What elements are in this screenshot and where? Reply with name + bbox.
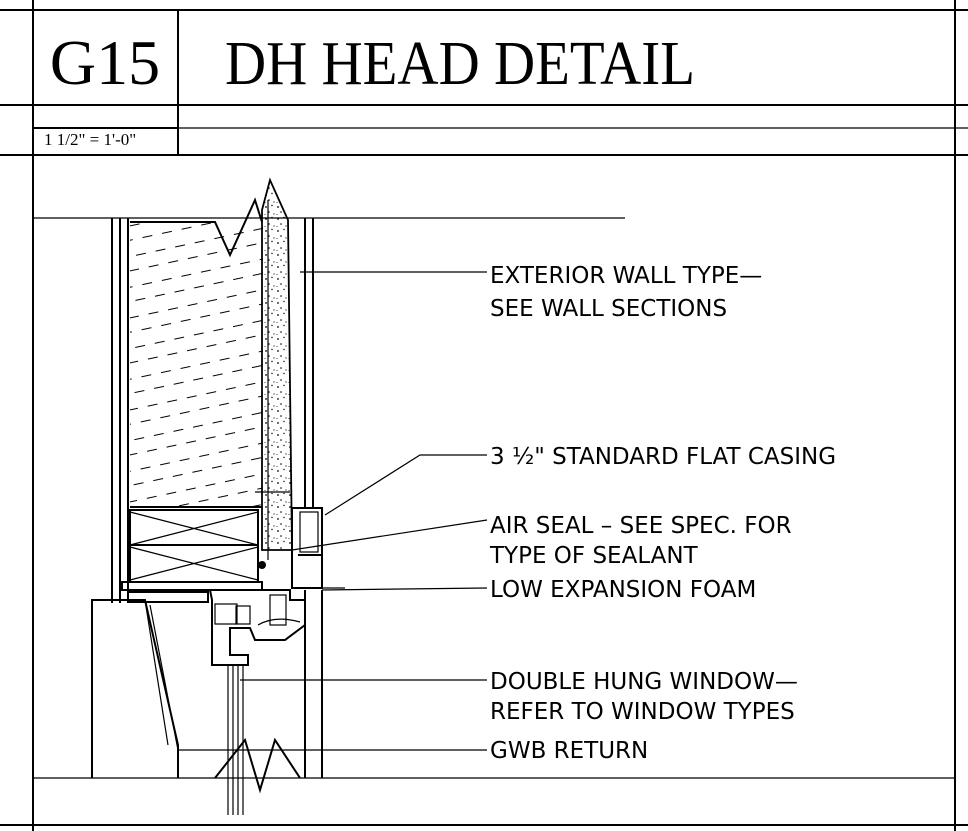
callout-foam: LOW EXPANSION FOAM <box>490 577 756 603</box>
detail-number: G15 <box>50 27 160 98</box>
callout-exterior-wall-line2: SEE WALL SECTIONS <box>490 296 727 322</box>
callout-gwb-return: GWB RETURN <box>490 738 648 764</box>
head-detail-drawing <box>33 177 955 815</box>
leader-lines <box>149 271 488 751</box>
callout-flat-casing: 3 ½" STANDARD FLAT CASING <box>490 444 836 470</box>
callout-air-seal-line2: TYPE OF SEALANT <box>489 543 699 569</box>
detail-title: DH HEAD DETAIL <box>225 30 695 98</box>
detail-scale: 1 1/2" = 1'-0" <box>44 130 136 149</box>
callout-dh-window-line2: REFER TO WINDOW TYPES <box>490 699 795 725</box>
callout-dh-window-line1: DOUBLE HUNG WINDOW— <box>490 669 798 695</box>
callouts: EXTERIOR WALL TYPE— SEE WALL SECTIONS 3 … <box>489 263 836 764</box>
callout-air-seal-line1: AIR SEAL – SEE SPEC. FOR <box>490 513 792 539</box>
callout-exterior-wall-line1: EXTERIOR WALL TYPE— <box>490 263 762 289</box>
